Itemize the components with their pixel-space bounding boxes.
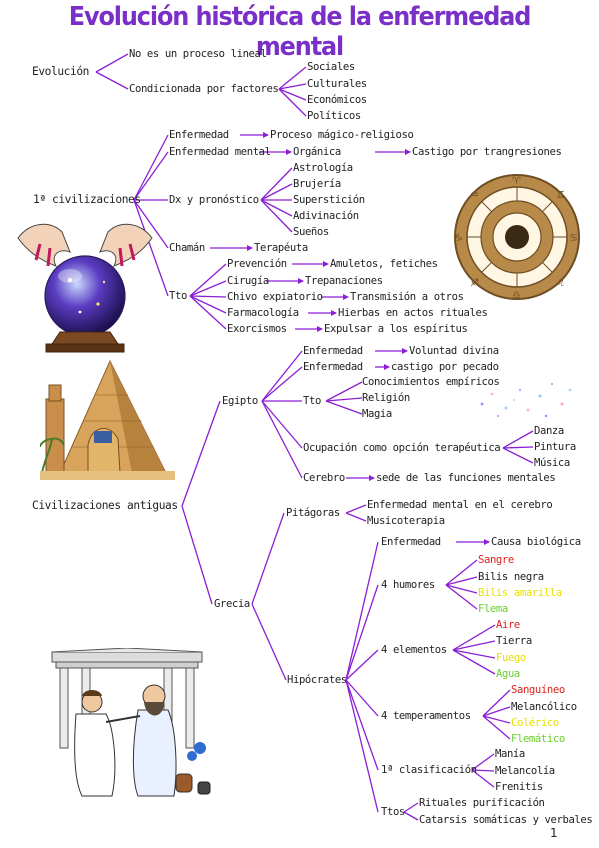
svg-text:♑: ♑ [454,233,463,244]
node-brujeria: Brujería [293,178,341,190]
node-frenitis: Frenitis [495,781,543,793]
node-flematico: Flemático [511,733,565,745]
node-enfermedad-3: Enfermedad [303,361,363,373]
node-sede-funciones: sede de las funciones mentales [376,472,556,484]
node-chivo-expiatorio: Chivo expiatorio [227,291,323,303]
node-bilis-amarilla: Bilis amarilla [478,587,562,599]
node-enf-cerebro: Enfermedad mental en el cerebro [367,499,553,511]
node-politicos: Políticos [307,110,361,122]
node-dx-pronostico: Dx y pronóstico [169,194,259,206]
node-evolucion: Evolución [32,65,90,78]
page-number: 1 [550,826,558,840]
node-fuego: Fuego [496,652,526,664]
node-enfermedad-2: Enfermedad [303,345,363,357]
node-1a-clasificacion: 1ª clasificación [381,764,477,776]
node-castigo-transgresiones: Castigo por trangresiones [412,146,562,158]
greek-philosophers-illustration [51,648,211,797]
node-proceso-magico: Proceso mágico-religioso [270,129,414,141]
svg-text:♌: ♌ [556,278,565,289]
node-castigo-pecado: castigo por pecado [391,361,499,373]
node-suenos: Sueños [293,226,329,238]
node-transmision: Transmisión a otros [350,291,464,303]
node-4-elementos: 4 elementos [381,644,447,656]
node-4-humores: 4 humores [381,579,435,591]
node-pintura: Pintura [534,441,576,453]
svg-text:♊: ♊ [556,190,565,201]
node-causa-biologica: Causa biológica [491,536,581,548]
node-prevencion: Prevención [227,258,287,270]
node-sangre: Sangre [478,554,514,566]
svg-text:♒: ♒ [470,190,479,201]
node-exorcismos: Exorcismos [227,323,287,335]
node-ttos: Ttos [381,806,405,818]
node-expulsar: Expulsar a los espíritus [324,323,468,335]
node-enfermedad-mental: Enfermedad mental [169,146,271,158]
node-cirugia: Cirugía [227,275,269,287]
node-conocimientos: Conocimientos empíricos [362,376,500,388]
node-colerico: Colérico [511,717,559,729]
node-aire: Aire [496,619,520,631]
node-astrologia: Astrología [293,162,353,174]
node-bilis-negra: Bilis negra [478,571,544,583]
node-chaman: Chamán [169,242,205,254]
zodiac-wheel-illustration: ♈ ♎ ♑ ♋ ♒ ♊ ♐ ♌ [454,174,580,301]
node-melancolico: Melancólico [511,701,577,713]
node-organica: Orgánica [293,146,341,158]
crystal-ball-illustration [17,223,153,353]
svg-text:♎: ♎ [512,290,521,301]
node-agua: Agua [496,668,520,680]
node-cerebro: Cerebro [303,472,345,484]
node-pitagoras: Pitágoras [286,507,340,519]
node-hipocrates: Hipócrates [287,674,347,686]
node-rituales: Rituales purificación [419,797,545,809]
node-hierbas: Hierbas en actos rituales [338,307,488,319]
node-tierra: Tierra [496,635,532,647]
egypt-pyramid-illustration [40,359,175,480]
node-catarsis: Catarsis somáticas y verbales [419,814,593,826]
node-trepanaciones: Trepanaciones [305,275,383,287]
node-adivinacion: Adivinación [293,210,359,222]
node-enfermedad-4: Enfermedad [381,536,441,548]
sparkle-dots-illustration [480,382,572,418]
node-voluntad-divina: Voluntad divina [409,345,499,357]
node-farmacologia: Farmacología [227,307,299,319]
page-title: Evolución histórica de la enfermedad men… [68,2,532,62]
node-amuletos: Amuletos, fetiches [330,258,438,270]
node-tto-2: Tto [303,395,321,407]
node-magia: Magia [362,408,392,420]
node-melancolia: Melancolía [495,765,555,777]
node-mania: Manía [495,748,525,760]
node-egipto: Egipto [222,395,258,407]
svg-text:♐: ♐ [470,278,479,289]
node-ocupacion: Ocupación como opción terapéutica [303,442,501,454]
node-musicoterapia: Musicoterapia [367,515,445,527]
node-condicionada: Condicionada por factores [129,83,279,95]
node-no-lineal: No es un proceso lineal [129,48,267,60]
svg-text:♋: ♋ [569,233,578,244]
node-sociales: Sociales [307,61,355,73]
node-enfermedad-1: Enfermedad [169,129,229,141]
node-musica: Música [534,457,570,469]
node-danza: Danza [534,425,564,437]
node-civilizaciones-antiguas: Civilizaciones antiguas [32,499,178,512]
svg-text:♈: ♈ [512,176,521,187]
node-sanguineo: Sanguíneo [511,684,565,696]
node-terapeuta: Terapéuta [254,242,308,254]
node-tto-1: Tto [169,290,187,302]
node-culturales: Culturales [307,78,367,90]
node-religion: Religión [362,392,410,404]
node-primeras-civilizaciones: 1ª civilizaciones [33,193,141,206]
node-flema: Flema [478,603,508,615]
node-supersticion: Superstición [293,194,365,206]
node-4-temperamentos: 4 temperamentos [381,710,471,722]
node-grecia: Grecia [214,598,250,610]
node-economicos: Económicos [307,94,367,106]
